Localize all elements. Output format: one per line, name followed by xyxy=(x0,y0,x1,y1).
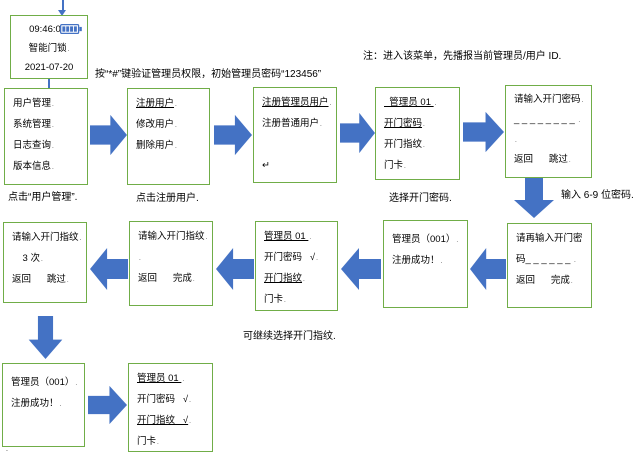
caption-choose-password: 选择开门密码. xyxy=(389,193,452,204)
screen-line: 注册管理员用户. xyxy=(262,97,332,108)
screen-line: ↵ xyxy=(262,160,270,171)
screen-line: 注册成功！. xyxy=(11,398,62,409)
screen-line: 开门密码. xyxy=(384,118,425,129)
screen-line: 删除用户. xyxy=(136,140,177,151)
screen-line: 开门指纹. xyxy=(384,139,425,150)
screen-line: 返回 完成. xyxy=(516,275,573,286)
screen-enter-password: 请输入开门密码. _ _ _ _ _ _ _ _ .. 返回 跳过. xyxy=(505,85,592,178)
arrow-left-icon xyxy=(216,246,254,292)
entry-arrowhead-icon xyxy=(58,10,66,16)
screen-register-success-fingerprint: 管理员（001）. 注册成功！. xyxy=(2,363,85,447)
entry-connector-line xyxy=(62,0,64,11)
screen-line: 管理员 01 . xyxy=(264,231,312,242)
arrow-down-icon xyxy=(512,178,556,218)
screen-enter-fingerprint-times: 请输入开门指纹. 3 次. 返回 跳过. xyxy=(3,222,87,303)
arrow-left-icon xyxy=(470,246,506,292)
screen-lock-home: 09:46:00.智能门锁.2021-07-20 xyxy=(10,15,88,79)
arrow-down-icon xyxy=(27,316,64,359)
arrow-right-icon xyxy=(340,111,375,155)
screen-line: 3 次. xyxy=(12,253,43,264)
arrow-left-icon xyxy=(341,246,381,292)
screen-line: . xyxy=(139,255,141,262)
screen-line: 请再输入开门密 xyxy=(516,233,583,244)
screen-register-success-password: 管理员（001）. 注册成功！. xyxy=(383,220,468,308)
caption-click-register-user: 点击注册用户. xyxy=(136,193,199,204)
screen-line: 2021-07-20 xyxy=(24,62,74,73)
screen-line: 请输入开门密码. xyxy=(514,94,584,105)
screen-line: 用户管理. xyxy=(13,98,54,109)
screen-line: 门卡. xyxy=(264,294,286,305)
screen-line: 注册用户. xyxy=(136,98,177,109)
screen-line: 门卡. xyxy=(384,160,406,171)
screen-line: 请输入开门指纹. xyxy=(138,231,208,242)
battery-icon xyxy=(59,23,82,35)
arrow-right-icon xyxy=(90,113,127,157)
screen-line: 智能门锁. xyxy=(28,43,70,54)
screen-reenter-password: 请再输入开门密码_ _ _ _ _ _ . 返回 完成. xyxy=(507,223,592,308)
screen-unlock-methods-done: 管理员 01 . 开门密码 √. 开门指纹 √. 门卡. xyxy=(128,363,213,452)
screen-select-unlock-password: 管理员 01 . 开门密码. 开门指纹. 门卡. xyxy=(375,87,460,180)
screen-register-menu: 注册用户. 修改用户. 删除用户. xyxy=(127,88,210,185)
screen-line: 管理员（001）. xyxy=(392,234,459,245)
password-length-hint: 输入 6-9 位密码. xyxy=(561,190,634,201)
arrow-left-icon xyxy=(90,246,128,292)
screen-line: 管理员 01 . xyxy=(384,97,437,108)
screen-line: _ _ _ _ _ _ _ _ . xyxy=(514,114,581,125)
screen-line: 注册普通用户. xyxy=(262,118,322,129)
screen-line: 门卡. xyxy=(137,436,159,447)
screen-line: 注册成功！. xyxy=(392,255,443,266)
screen-line: 返回 跳过. xyxy=(12,274,69,285)
arrow-right-icon xyxy=(88,384,127,426)
screen-line xyxy=(262,134,336,155)
screen-line: 码_ _ _ _ _ _ . xyxy=(516,254,576,265)
admin-verify-hint: 按“*#”键验证管理员权限，初始管理员密码“123456” xyxy=(95,69,322,80)
paragraph-mark: . xyxy=(6,446,8,453)
arrow-right-icon xyxy=(214,113,252,157)
screen-line: 返回 跳过. xyxy=(514,154,571,165)
screen-line: . xyxy=(515,137,517,144)
menu-note: 注：进入该菜单，先播报当前管理员/用户 ID. xyxy=(363,51,562,62)
caption-click-user-management: 点击“用户管理”. xyxy=(8,192,78,203)
screen-line: 日志查询. xyxy=(13,140,54,151)
screen-line: 系统管理. xyxy=(13,119,54,130)
screen-line: 开门密码 √. xyxy=(137,394,191,405)
screen-enter-fingerprint: 请输入开门指纹.. 返回 完成. xyxy=(129,221,213,306)
screen-line: 开门密码 √. xyxy=(264,252,318,263)
screen-line: 修改用户. xyxy=(136,119,177,130)
screen-line: 开门指纹. xyxy=(264,273,305,284)
caption-continue-fingerprint: 可继续选择开门指纹. xyxy=(243,331,336,342)
screen-select-unlock-fingerprint: 管理员 01 . 开门密码 √. 开门指纹. 门卡. xyxy=(255,221,338,311)
screen-line: 返回 完成. xyxy=(138,273,195,284)
screen-line: 请输入开门指纹. xyxy=(12,232,82,243)
home-to-menu-connector-line xyxy=(48,79,50,89)
screen-line: 管理员（001）. xyxy=(11,377,78,388)
screen-line: 管理员 01 . xyxy=(137,373,185,384)
screen-line: 开门指纹 √. xyxy=(137,415,191,426)
screen-main-menu: 用户管理. 系统管理. 日志查询. 版本信息. xyxy=(4,88,88,185)
arrow-right-icon xyxy=(463,110,504,154)
screen-line: 版本信息. xyxy=(13,161,54,172)
screen-register-type: 注册管理员用户. 注册普通用户. ↵ xyxy=(253,87,337,183)
